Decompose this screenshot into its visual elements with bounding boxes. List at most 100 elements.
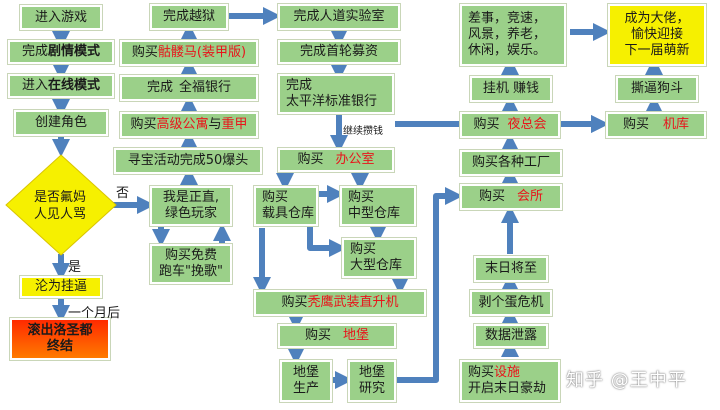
node-text: 购买各种工厂	[471, 155, 550, 170]
node-text-bold: 剧情模式	[48, 44, 101, 59]
node-bunker-production: 地堡 生产	[280, 360, 332, 402]
node-idle-money: 挂机 赚钱	[470, 76, 552, 102]
node-text: 地堡	[358, 365, 385, 380]
node-story-mode: 完成剧情模式	[8, 40, 114, 64]
node-text-highlight: 地堡	[343, 328, 370, 343]
node-text: 下一届萌新	[624, 43, 690, 58]
node-text-highlight: 重甲	[221, 117, 248, 132]
node-text: 购买	[281, 295, 308, 310]
node-text: 太平洋标准银行	[286, 94, 378, 109]
node-enter-game: 进入游戏	[20, 5, 102, 30]
node-buy-bunker: 购买地堡	[278, 324, 396, 348]
node-text: 成为大佬，	[624, 11, 690, 26]
node-text: 购买	[348, 190, 375, 205]
node-text: 寻宝活动完成50爆头	[127, 153, 249, 168]
decision-text: 人见人骂	[33, 207, 86, 222]
node-text-highlight: 会所	[517, 189, 544, 204]
arrow-vehicle-large	[307, 226, 347, 257]
node-become-boss: 成为大佬， 愉快迎接 下一届萌新	[608, 4, 706, 66]
node-text-highlight: 机库	[663, 117, 690, 132]
node-buy-skull: 购买骷髅马(装甲版)	[120, 40, 258, 66]
node-text: 购买	[262, 190, 289, 205]
node-vehicle-warehouse: 购买 载具仓库	[254, 186, 318, 226]
node-text-highlight: 设施	[494, 365, 521, 380]
node-text: 大型仓库	[350, 258, 403, 273]
node-buy-nightclub: 购买夜总会	[460, 112, 560, 138]
node-text: 完成人道实验室	[293, 9, 385, 24]
node-first-funding: 完成首轮募资	[278, 40, 400, 64]
node-text: 终结	[46, 339, 73, 354]
node-free-car: 购买免费 跑车"挽歌"	[150, 244, 232, 284]
node-text-highlight: 夜总会	[507, 117, 547, 132]
node-text: 进入游戏	[34, 9, 87, 25]
node-text: 中型仓库	[348, 206, 401, 221]
node-text: 愉快迎接	[630, 27, 683, 42]
node-text-highlight: 骷髅马(装甲版)	[157, 45, 247, 60]
node-bogdan: 剥个蛋危机	[470, 290, 552, 316]
node-text: 购买	[297, 152, 324, 167]
node-cheater: 沦为挂逼	[20, 276, 102, 298]
node-text: 挂机 赚钱	[482, 81, 540, 96]
node-text: 购买	[478, 189, 505, 204]
node-text: 创建角色	[34, 115, 87, 130]
edge-label-no: 否	[116, 186, 130, 201]
decision-text: 是否氟妈	[33, 190, 86, 205]
node-text: 完成	[146, 80, 173, 95]
node-buy-garage: 购买机库	[606, 112, 706, 138]
node-buy-apartment: 购买高级公寓与重甲	[120, 112, 258, 138]
node-text: 全福银行	[179, 80, 232, 95]
node-data-leak: 数据泄露	[474, 324, 548, 348]
node-text: 完成越狱	[162, 9, 215, 24]
node-factories: 购买各种工厂	[460, 150, 562, 176]
node-pacific-bank: 完成 太平洋标准银行	[278, 74, 394, 114]
edge-label-yes: 是	[68, 260, 82, 275]
node-text: 完成首轮募资	[299, 44, 378, 59]
node-dogfight: 撕逼狗斗	[616, 76, 698, 102]
node-text: 完成	[286, 78, 313, 93]
node-text: 沦为挂逼	[34, 279, 87, 294]
decision-diamond	[5, 154, 117, 256]
node-text: 风景，养老，	[468, 27, 547, 42]
node-large-warehouse: 购买 大型仓库	[342, 238, 416, 278]
node-text: 数据泄露	[484, 328, 537, 343]
node-text: 进入	[21, 78, 48, 93]
decision-label: 是否氟妈 人见人骂	[14, 186, 106, 226]
node-text: 购买	[350, 242, 377, 257]
node-text: 跑车"挽歌"	[159, 264, 223, 279]
node-activities: 差事，竞速， 风景，养老， 休闲，娱乐。	[460, 4, 566, 66]
node-buy-akula: 购买秃鹰武装直升机	[254, 290, 426, 316]
node-mid-warehouse: 购买 中型仓库	[340, 186, 416, 226]
node-text-row: 购买设施	[468, 365, 520, 381]
node-text: 购买	[130, 117, 157, 132]
node-online-mode: 进入在线模式	[8, 74, 114, 98]
node-humane-lab: 完成人道实验室	[278, 4, 400, 30]
node-text: 滚出洛圣都	[27, 323, 93, 338]
node-text-highlight: 高级公寓	[156, 117, 209, 132]
edge-label-continue: 继续攒钱	[343, 126, 383, 137]
node-bunker-research: 地堡 研究	[348, 360, 396, 402]
node-text-bold: 在线模式	[48, 78, 101, 93]
node-text: 差事，竞速，	[468, 11, 547, 26]
node-text: 购买	[468, 365, 495, 380]
node-treasure-hunt: 寻宝活动完成50爆头	[114, 148, 262, 174]
node-text: 载具仓库	[262, 206, 315, 221]
node-text: 购买	[131, 45, 158, 60]
node-honest-player: 我是正直, 绿色玩家	[150, 186, 232, 226]
arrow-res-arcade	[396, 187, 463, 383]
node-text: 我是正直,	[162, 190, 220, 205]
node-kicked-out: 滚出洛圣都 终结	[10, 318, 110, 360]
node-text: 与	[208, 117, 222, 132]
node-text: 购买	[304, 328, 331, 343]
node-text: 地堡	[292, 365, 319, 380]
node-create-character: 创建角色	[14, 110, 108, 136]
node-doomsday: 末日将至	[474, 256, 548, 282]
node-prison-break: 完成越狱	[150, 4, 228, 30]
node-text: 剥个蛋危机	[478, 295, 544, 310]
node-text-highlight: 秃鹰武装直升机	[307, 295, 399, 310]
node-text: 购买	[473, 117, 500, 132]
node-text: 休闲，娱乐。	[468, 43, 547, 58]
node-fleeca: 完成全福银行	[120, 75, 258, 101]
node-text-highlight: 办公室	[335, 152, 375, 167]
node-text: 研究	[358, 381, 385, 396]
